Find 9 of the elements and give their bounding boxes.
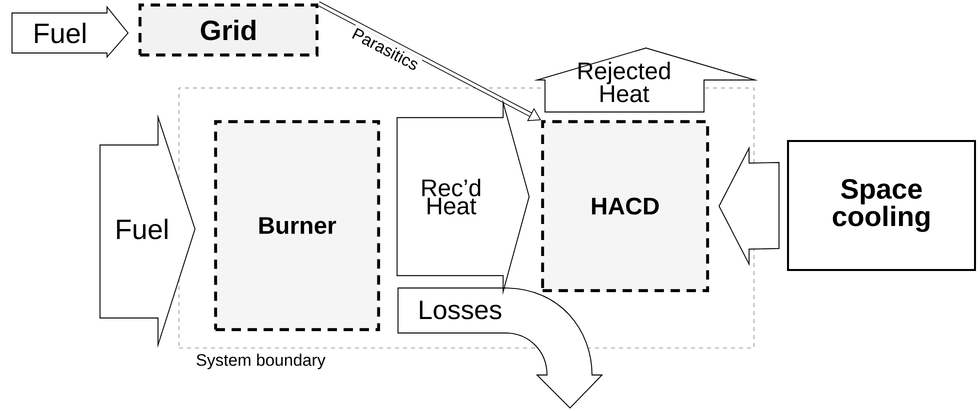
process-box: Space cooling bbox=[787, 140, 976, 271]
dashed-box: Grid bbox=[138, 4, 318, 56]
block-arrow bbox=[718, 146, 780, 266]
edge-label: Rec’d Heat bbox=[422, 178, 480, 214]
block-arrow bbox=[396, 99, 530, 296]
dashed-box: Burner bbox=[214, 120, 380, 332]
node-label: Losses bbox=[420, 300, 502, 320]
dashed-box: HACD bbox=[541, 120, 710, 292]
node-label: System boundary bbox=[196, 354, 326, 370]
